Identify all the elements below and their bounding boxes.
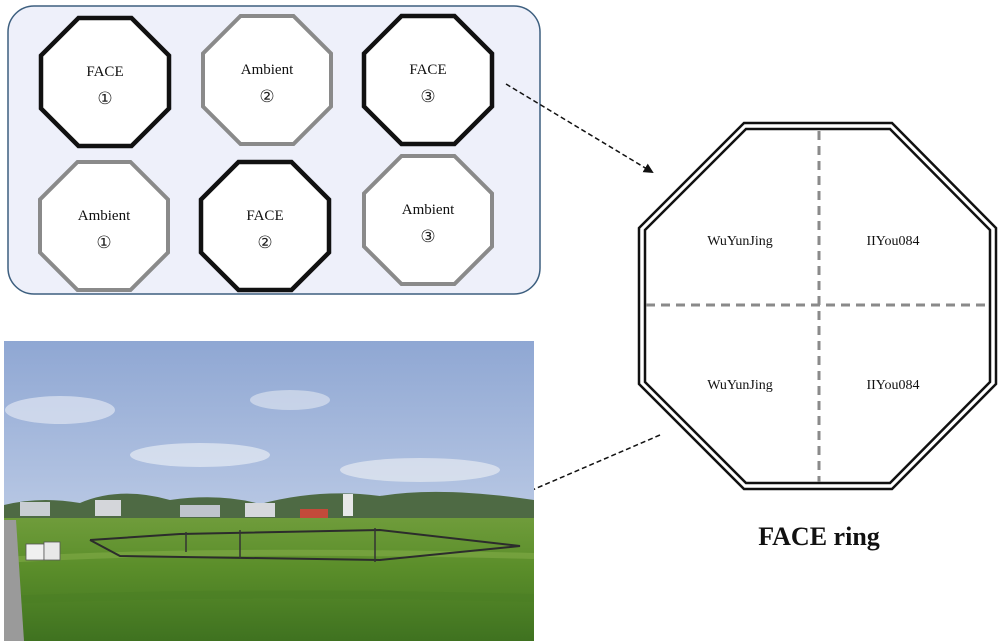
plot-6: Ambient ③: [362, 154, 494, 286]
plot-octagon: [198, 159, 332, 293]
ring-quadrant-top-left: WuYunJing: [707, 234, 773, 249]
plot-number: ①: [97, 89, 112, 109]
arrow-ring-to-photo: [449, 434, 661, 527]
ring-quadrant-bottom-right: IIYou084: [866, 378, 919, 393]
plot-5: FACE ②: [198, 159, 332, 293]
plot-octagon: [38, 15, 172, 149]
plot-number: ①: [96, 233, 111, 253]
ring-quadrant-top-right: IIYou084: [866, 234, 919, 249]
plot-label: Ambient: [402, 202, 455, 218]
plot-octagon: [201, 14, 333, 146]
plot-label: Ambient: [78, 208, 131, 224]
arrow-panel-to-ring: [505, 83, 654, 174]
plot-octagon: [361, 13, 495, 147]
plot-number: ②: [259, 87, 274, 107]
plot-label: FACE: [409, 62, 446, 78]
ring-title: FACE ring: [758, 522, 880, 551]
plot-4: Ambient ①: [38, 160, 170, 292]
plot-number: ③: [420, 227, 435, 247]
plot-label: Ambient: [241, 62, 294, 78]
plot-2: Ambient ②: [201, 14, 333, 146]
plot-label: FACE: [246, 208, 283, 224]
plot-label: FACE: [86, 64, 123, 80]
plot-number: ③: [420, 87, 435, 107]
plot-1: FACE ①: [38, 15, 172, 149]
plot-group: FACE ① Ambient ② FACE ③ Ambient ① FACE ② Ambient ③: [38, 13, 495, 293]
plot-octagon: [362, 154, 494, 286]
plot-3: FACE ③: [361, 13, 495, 147]
rice-field-photo: [4, 341, 534, 641]
ring-quadrant-bottom-left: WuYunJing: [707, 378, 773, 393]
plot-number: ②: [257, 233, 272, 253]
plot-octagon: [38, 160, 170, 292]
face-ring-diagram: WuYunJing IIYou084 WuYunJing IIYou084 FA…: [637, 121, 998, 551]
ring-outer-border: [637, 121, 998, 491]
